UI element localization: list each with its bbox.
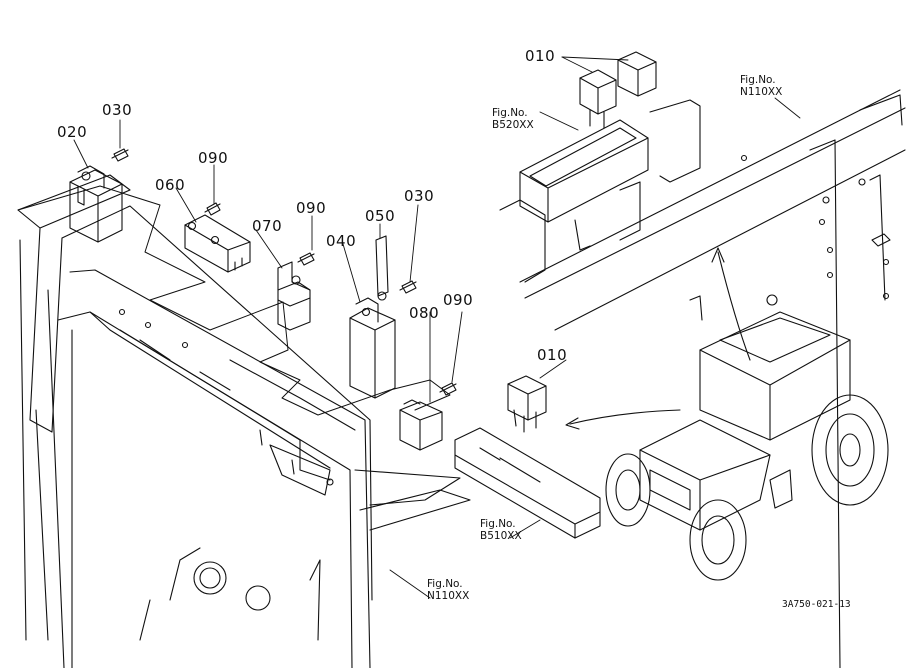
fig-ref-n110-top: Fig.No. N110XX — [740, 74, 782, 98]
relay-box-b510 — [455, 428, 600, 538]
label-090-c: 090 — [443, 291, 474, 309]
screw-090-b — [298, 253, 314, 265]
fig-ref-n110-bottom-prefix: Fig.No. — [427, 578, 463, 590]
bracket-050 — [376, 236, 388, 300]
relay-020 — [70, 166, 122, 242]
label-030-right: 030 — [404, 187, 435, 205]
dashboard-panel — [18, 175, 470, 668]
fig-ref-b520: Fig.No. B520XX — [492, 107, 534, 131]
frame-n110-top — [500, 90, 905, 668]
label-060: 060 — [155, 176, 186, 194]
fig-ref-n110-top-number: N110XX — [740, 86, 783, 98]
screw-030-right — [400, 281, 416, 293]
drawing-code: 3A750-021-13 — [782, 599, 851, 610]
label-090-a: 090 — [198, 149, 229, 167]
screw-090-c — [440, 383, 456, 395]
fig-ref-n110-top-prefix: Fig.No. — [740, 74, 776, 86]
unit-040 — [350, 298, 395, 398]
fig-ref-b520-number: B520XX — [492, 119, 534, 131]
relay-010-top — [580, 52, 656, 128]
arrows — [566, 248, 750, 429]
fig-ref-b510-prefix: Fig.No. — [480, 518, 516, 530]
fig-ref-n110-bottom: Fig.No. N110XX — [427, 578, 469, 602]
unit-080 — [400, 400, 442, 450]
label-010-top: 010 — [525, 47, 556, 65]
label-020: 020 — [57, 123, 88, 141]
unit-070 — [278, 262, 310, 330]
fig-ref-b520-prefix: Fig.No. — [492, 107, 528, 119]
label-010-mid: 010 — [537, 346, 568, 364]
label-050: 050 — [365, 207, 396, 225]
fig-ref-n110-bottom-number: N110XX — [427, 590, 470, 602]
relay-box-b520 — [520, 120, 648, 222]
flasher-060 — [185, 215, 250, 272]
label-030-left: 030 — [102, 101, 133, 119]
label-070: 070 — [252, 217, 283, 235]
fig-ref-b510: Fig.No. B510XX — [480, 518, 522, 542]
fig-ref-b510-number: B510XX — [480, 530, 522, 542]
label-090-b: 090 — [296, 199, 327, 217]
label-040: 040 — [326, 232, 357, 250]
mounting-outline — [18, 186, 450, 415]
screw-030-left — [112, 149, 128, 161]
relay-010-mid — [508, 376, 546, 432]
tractor-illustration — [606, 295, 888, 580]
leader-lines — [74, 57, 800, 598]
screw-090-a — [205, 203, 220, 215]
label-080: 080 — [409, 304, 440, 322]
